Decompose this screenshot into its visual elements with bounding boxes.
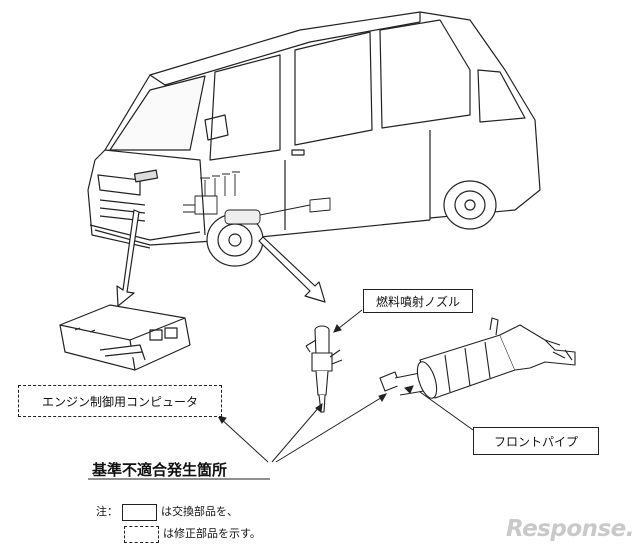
legend-line-corrected: は修正部品を示す。 [120,525,261,543]
fuel-injection-nozzle-label: 燃料噴射ノズル [363,289,473,313]
legend-solid-box [122,503,157,521]
injector-illustration [305,325,343,413]
legend-corrected-text: は修正部品を示す。 [163,527,261,540]
leader-arrows [116,209,326,307]
legend-replaced-text: は交換部品を、 [161,505,238,518]
nonconformity-location-heading: 基準不適合発生箇所 [92,461,228,479]
legend-dashed-box [124,525,159,543]
front-pipe-illustration [379,317,576,399]
response-watermark: Response. [506,516,635,542]
legend-prefix: 注： [96,505,118,518]
front-pipe-label: フロントパイプ [473,427,599,455]
van-illustration [87,11,541,267]
pointer-lines [88,309,474,480]
ecu-illustration [59,304,191,371]
engine-control-computer-label: エンジン制御用コンピュータ [18,385,222,417]
legend-line-replaced: 注： は交換部品を、 [96,503,238,521]
